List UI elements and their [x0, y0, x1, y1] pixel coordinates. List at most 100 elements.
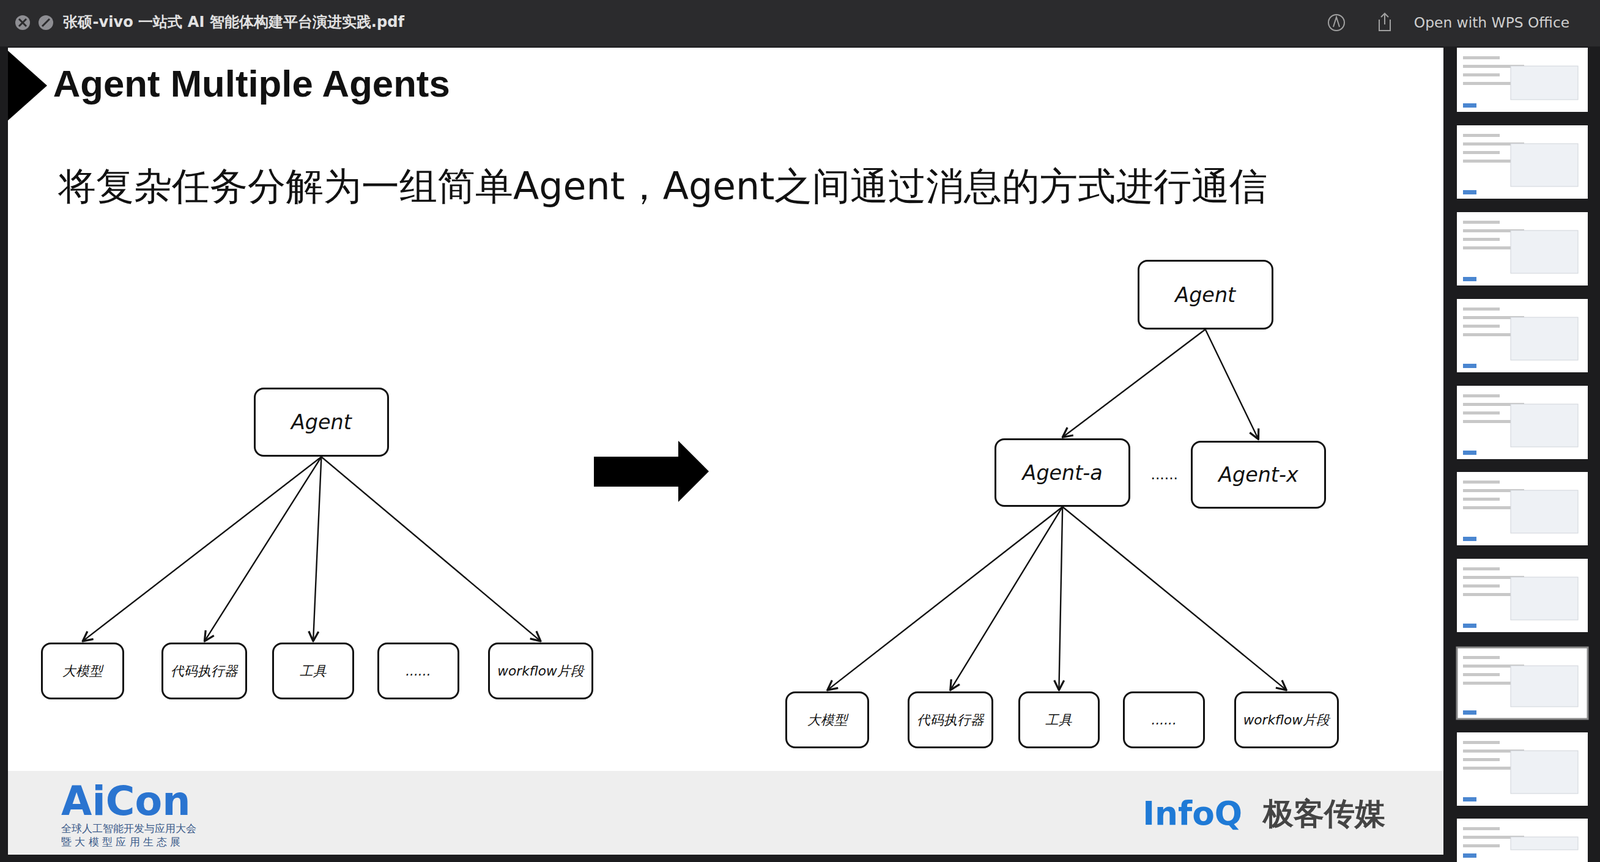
connector-arrow — [313, 456, 322, 642]
slide — [7, 47, 1444, 856]
thumbnail-line — [1462, 480, 1500, 484]
node-label: 大模型 — [807, 711, 848, 730]
footer-band — [7, 771, 1444, 856]
connector-arrow — [82, 456, 322, 642]
thumbnail-logo — [1462, 710, 1477, 715]
minimize-icon — [42, 18, 50, 27]
thumbnail-logo — [1462, 623, 1477, 629]
node-label: workflow片段 — [497, 662, 584, 681]
capability-box: 大模型 — [40, 642, 125, 700]
thumbnail-figure — [1510, 837, 1578, 851]
node-label: Agent — [291, 410, 352, 435]
thumbnail-logo — [1462, 797, 1477, 802]
node-label: Agent-a — [1022, 461, 1103, 486]
capability-box: 工具 — [1018, 691, 1100, 749]
thumbnail-line — [1462, 324, 1500, 328]
slide-title: Agent Multiple Agents — [53, 61, 451, 107]
thumbnail-line — [1462, 844, 1500, 848]
connector-arrow — [827, 507, 1063, 691]
thumbnail-line — [1462, 758, 1500, 762]
logo-subtitle: 暨 大 模 型 应 用 生 态 展 — [61, 836, 181, 849]
thumbnail-line — [1462, 656, 1500, 660]
connector-arrow — [1058, 507, 1063, 691]
agent-box: Agent-x — [1190, 440, 1327, 510]
page-thumbnail — [1456, 212, 1588, 286]
thumbnail-line — [1462, 567, 1500, 571]
thumbnail-line — [1462, 73, 1500, 77]
agent-box: Agent — [1137, 259, 1274, 330]
thumbnail-logo — [1462, 537, 1477, 542]
node-label: Agent-x — [1218, 462, 1299, 487]
open-with-button: Open with WPS Office — [1414, 14, 1570, 32]
thumbnail-line — [1462, 133, 1500, 138]
slide-subtitle: 将复杂任务分解为一组简单Agent，Agent之间通过消息的方式进行通信 — [58, 163, 1268, 210]
logo-subtitle: 全球人工智能开发与应用大会 — [61, 823, 197, 836]
connector-arrow — [1062, 329, 1206, 438]
thumbnail-figure — [1510, 666, 1578, 708]
capability-box: workflow片段 — [488, 642, 593, 700]
node-label: 工具 — [299, 662, 327, 681]
thumbnail-logo — [1462, 363, 1477, 369]
thumbnail-line — [1462, 673, 1500, 677]
thumbnail-line — [1462, 497, 1500, 501]
thumbnail-line — [1462, 411, 1500, 415]
thumbnail-line — [1462, 827, 1500, 831]
capability-box: ...... — [377, 642, 459, 700]
thumbnail-logo — [1462, 190, 1477, 195]
thumbnail-line — [1462, 56, 1500, 60]
node-label: 代码执行器 — [170, 662, 238, 681]
close-icon — [18, 18, 27, 27]
brand-name: 极客传媒 — [1262, 795, 1386, 833]
page-thumbnail — [1456, 647, 1588, 720]
ellipsis: ...... — [1151, 466, 1179, 484]
thumbnail-logo — [1462, 277, 1477, 282]
aicon-logo: AiCon — [61, 777, 191, 826]
page-thumbnail — [1456, 125, 1588, 199]
connector-arrow — [204, 456, 322, 642]
page-thumbnail — [1456, 385, 1588, 460]
capability-box: workflow片段 — [1234, 691, 1339, 749]
capability-box: ...... — [1122, 691, 1205, 749]
thumbnail-logo — [1462, 103, 1477, 108]
capability-box: 大模型 — [785, 691, 870, 749]
node-label: 工具 — [1045, 711, 1073, 730]
node-label: ...... — [405, 663, 431, 679]
markup-icon — [1328, 14, 1345, 31]
transform-arrow — [593, 440, 709, 503]
thumbnail-figure — [1510, 577, 1578, 621]
thumbnail-line — [1462, 584, 1500, 588]
capability-box: 代码执行器 — [161, 642, 248, 700]
connector-arrow — [1062, 507, 1287, 691]
thumbnail-line — [1462, 220, 1500, 224]
thumbnail-figure — [1510, 751, 1578, 794]
thumbnail-line — [1462, 394, 1500, 398]
thumbnail-logo — [1462, 853, 1477, 859]
node-label: 大模型 — [62, 662, 103, 681]
share-icon — [1379, 13, 1391, 31]
thumbnail-logo — [1462, 450, 1477, 456]
thumbnail-figure — [1510, 404, 1578, 448]
page-thumbnail — [1456, 47, 1588, 112]
thumbnail-line — [1462, 307, 1500, 311]
capability-box: 代码执行器 — [907, 691, 994, 749]
page-thumbnail — [1456, 818, 1588, 862]
agent-box: Agent — [253, 387, 389, 457]
agent-box: Agent-a — [994, 438, 1131, 508]
page-thumbnail — [1456, 732, 1588, 807]
thumbnail-figure — [1510, 317, 1578, 361]
connector-arrow — [321, 456, 541, 642]
infoq-logo: InfoQ — [1142, 794, 1243, 834]
thumbnail-figure — [1510, 490, 1578, 534]
node-label: workflow片段 — [1243, 711, 1330, 730]
page-thumbnail — [1456, 559, 1588, 633]
minimize-button — [38, 15, 54, 30]
capability-box: 工具 — [272, 642, 354, 700]
node-label: 代码执行器 — [916, 711, 985, 730]
thumbnail-figure — [1510, 66, 1578, 100]
connector-arrow — [1205, 329, 1259, 440]
page-thumbnail — [1456, 472, 1588, 546]
thumbnail-figure — [1510, 230, 1578, 274]
title-bar — [0, 0, 1600, 47]
